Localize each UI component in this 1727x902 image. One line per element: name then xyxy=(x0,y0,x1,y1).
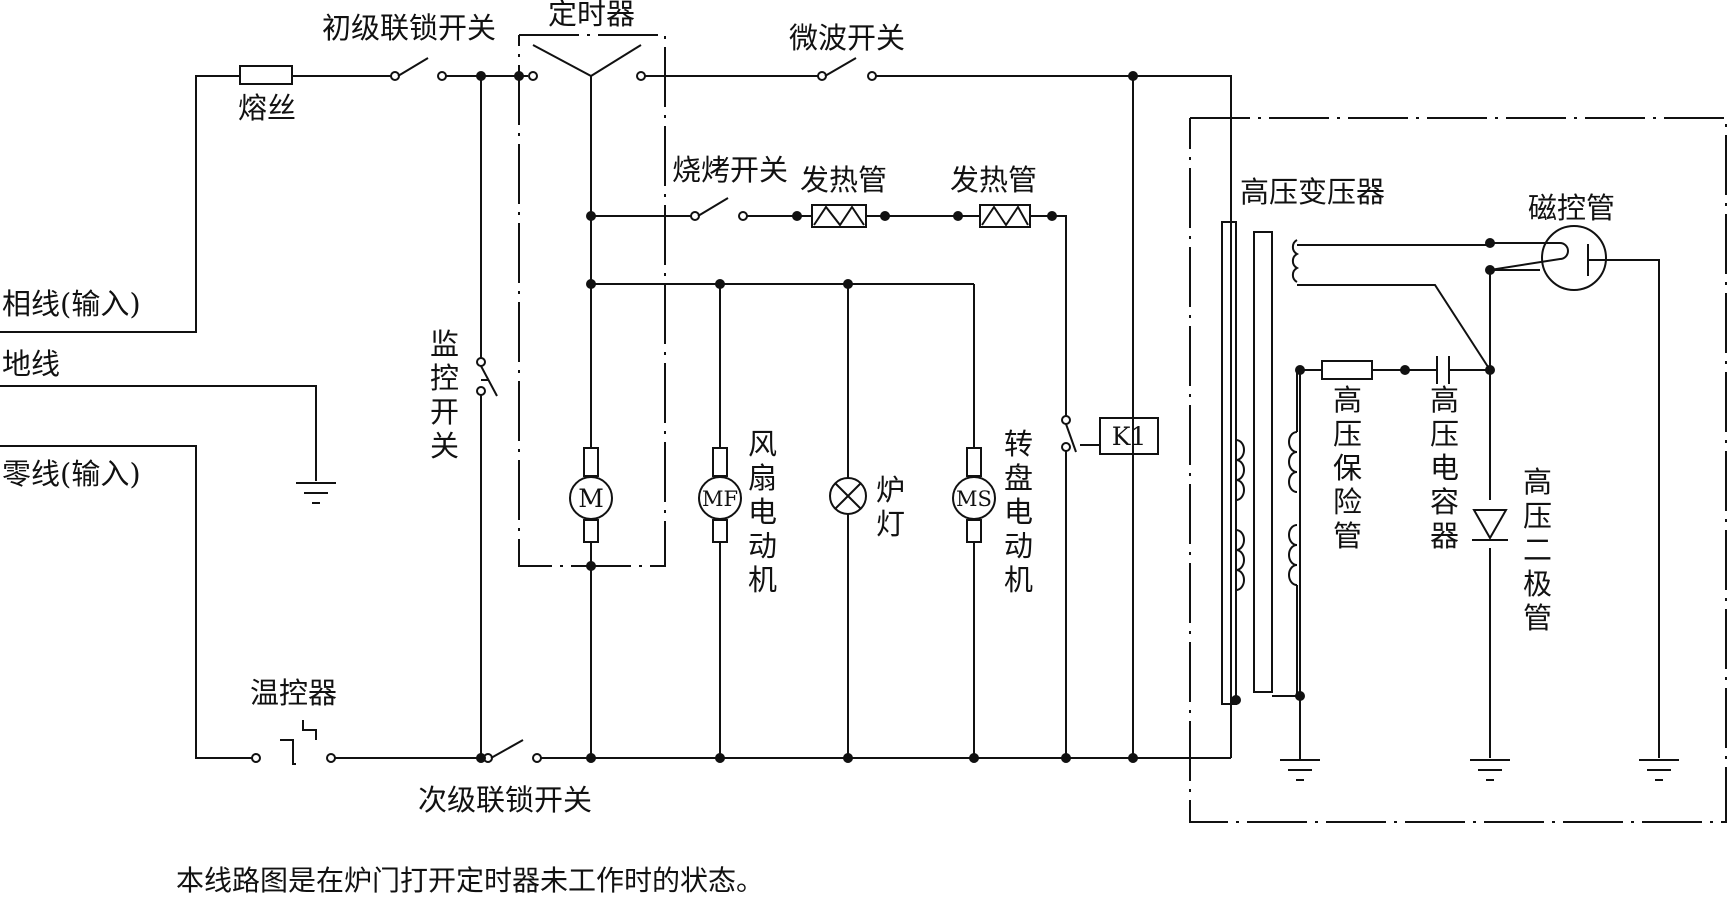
magnetron-symbol xyxy=(1489,225,1607,291)
svg-text:电: 电 xyxy=(1430,451,1459,485)
ground-symbol-magnetron xyxy=(1639,759,1679,781)
svg-text:灯: 灯 xyxy=(876,507,905,541)
fan-motor-label: 风 扇 电 动 机 xyxy=(748,427,777,597)
heater-2-label: 发热管 xyxy=(950,163,1037,197)
svg-text:机: 机 xyxy=(1004,563,1033,597)
svg-text:压: 压 xyxy=(1333,417,1362,451)
relay-k1: K1 xyxy=(1061,415,1159,455)
svg-text:关: 关 xyxy=(430,429,459,463)
fuse-label: 熔丝 xyxy=(238,91,296,125)
svg-text:开: 开 xyxy=(430,395,459,429)
svg-text:炉: 炉 xyxy=(876,473,905,507)
hv-diode-symbol xyxy=(1472,509,1508,541)
svg-text:控: 控 xyxy=(430,361,459,395)
svg-text:高: 高 xyxy=(1523,465,1552,499)
hv-fuse-symbol xyxy=(1321,360,1373,380)
secondary-interlock-label: 次级联锁开关 xyxy=(418,783,592,817)
turntable-motor: MS xyxy=(952,447,996,543)
svg-text:险: 险 xyxy=(1333,485,1362,519)
timer-label: 定时器 xyxy=(548,0,635,31)
turntable-motor-label: 转 盘 电 动 机 xyxy=(1004,427,1033,597)
svg-text:电: 电 xyxy=(1004,495,1033,529)
svg-text:容: 容 xyxy=(1430,485,1459,519)
primary-interlock-label: 初级联锁开关 xyxy=(322,11,496,45)
junction-dots xyxy=(476,71,1495,763)
fan-motor: MF xyxy=(698,447,742,543)
hv-transformer xyxy=(1221,221,1300,705)
svg-text:机: 机 xyxy=(748,563,777,597)
ground-symbol-transformer xyxy=(1280,758,1320,781)
svg-text:盘: 盘 xyxy=(1004,461,1033,495)
hv-fuse-label: 高 压 保 险 管 xyxy=(1333,383,1362,553)
svg-text:器: 器 xyxy=(1430,519,1459,553)
svg-text:风: 风 xyxy=(748,427,777,461)
svg-text:极: 极 xyxy=(1523,567,1552,601)
svg-text:扇: 扇 xyxy=(748,461,777,495)
svg-text:保: 保 xyxy=(1333,451,1362,485)
heating-tube-1 xyxy=(811,204,867,228)
hv-diode-label: 高 压 二 极 管 xyxy=(1523,465,1552,635)
hv-capacitor-symbol xyxy=(1436,356,1450,384)
timer-switch[interactable] xyxy=(528,44,646,81)
svg-text:MS: MS xyxy=(956,487,992,511)
monitor-switch-label: 监 控 开 关 xyxy=(430,327,459,463)
neutral-line-label: 零线(输入) xyxy=(2,457,141,491)
thermostat-label: 温控器 xyxy=(250,676,337,710)
component-labels: 初级联锁开关 定时器 微波开关 熔丝 烧烤开关 发热管 发热管 高压变压器 磁控… xyxy=(2,0,1615,897)
ground-symbol-main xyxy=(296,482,336,504)
primary-interlock-switch[interactable] xyxy=(390,57,447,81)
fuse-symbol xyxy=(239,65,293,85)
ground-symbol-diode xyxy=(1470,759,1510,781)
oven-lamp-label: 炉 灯 xyxy=(876,473,905,541)
svg-text:M: M xyxy=(578,484,604,513)
svg-text:高: 高 xyxy=(1333,383,1362,417)
magnetron-label: 磁控管 xyxy=(1528,191,1615,225)
svg-text:压: 压 xyxy=(1430,417,1459,451)
svg-text:二: 二 xyxy=(1523,533,1552,567)
monitor-switch[interactable] xyxy=(476,357,498,397)
grill-switch[interactable] xyxy=(690,197,748,221)
svg-text:管: 管 xyxy=(1523,601,1552,635)
svg-text:K1: K1 xyxy=(1112,422,1147,451)
thermostat-symbol xyxy=(251,720,336,765)
svg-text:管: 管 xyxy=(1333,519,1362,553)
oven-lamp xyxy=(829,477,867,515)
heater-1-label: 发热管 xyxy=(800,163,887,197)
svg-text:电: 电 xyxy=(748,495,777,529)
svg-text:压: 压 xyxy=(1523,499,1552,533)
diagram-caption: 本线路图是在炉门打开定时器未工作时的状态。 xyxy=(176,864,764,897)
svg-text:监: 监 xyxy=(430,327,459,361)
svg-text:高: 高 xyxy=(1430,383,1459,417)
microwave-switch[interactable] xyxy=(817,57,877,81)
svg-text:转: 转 xyxy=(1004,427,1033,461)
svg-text:动: 动 xyxy=(1004,529,1033,563)
svg-text:动: 动 xyxy=(748,529,777,563)
ground-line-label: 地线 xyxy=(2,347,60,381)
hv-capacitor-label: 高 压 电 容 器 xyxy=(1430,383,1459,553)
grill-switch-label: 烧烤开关 xyxy=(672,153,788,187)
mechanical-linkage-lines xyxy=(481,34,1727,823)
hv-transformer-label: 高压变压器 xyxy=(1240,175,1385,209)
phase-line-label: 相线(输入) xyxy=(2,287,141,321)
svg-text:MF: MF xyxy=(702,487,738,511)
heating-tube-2 xyxy=(979,204,1031,228)
timer-motor: M xyxy=(569,447,613,543)
secondary-interlock-switch[interactable] xyxy=(483,739,542,763)
microwave-switch-label: 微波开关 xyxy=(789,21,905,55)
